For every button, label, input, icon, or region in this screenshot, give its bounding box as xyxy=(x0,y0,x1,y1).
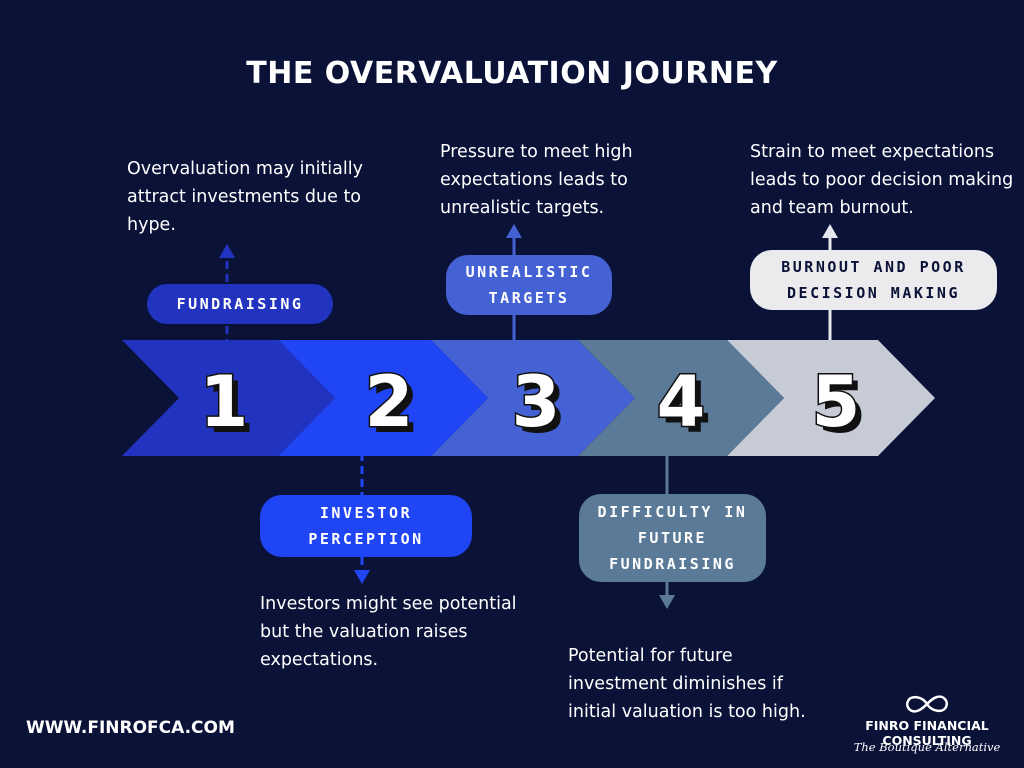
chevron-4 xyxy=(578,340,784,456)
stage-label-4-text: DIFFICULTY IN FUTURE FUNDRAISING xyxy=(597,503,748,573)
stage-number-4: 4 xyxy=(657,361,706,443)
stage-number-5-shadow: 5 xyxy=(818,367,867,449)
chevron-5 xyxy=(727,340,935,456)
website-link[interactable]: WWW.FINROFCA.COM xyxy=(26,718,235,738)
stage-number-4-shadow: 4 xyxy=(663,367,712,449)
stage-description-5: Strain to meet expectations leads to poo… xyxy=(750,142,1014,218)
stage-label-3-text: UNREALISTIC TARGETS xyxy=(465,263,593,307)
stage-number-1-shadow: 1 xyxy=(206,367,255,449)
stage-description-3: Pressure to meet high expectations leads… xyxy=(440,142,633,218)
stage-label-3: UNREALISTIC TARGETS xyxy=(446,255,612,315)
stage-number-2-shadow: 2 xyxy=(371,367,420,449)
stage-label-1: FUNDRAISING xyxy=(147,284,333,324)
stage-number-1: 1 xyxy=(200,361,249,443)
stage-number-3: 3 xyxy=(512,361,561,443)
stage-description-2: Investors might see potential but the va… xyxy=(260,594,517,670)
stage-number-5: 5 xyxy=(812,361,861,443)
stage-label-2: INVESTOR PERCEPTION xyxy=(260,495,472,557)
brand-name: FINRO FINANCIAL CONSULTING xyxy=(865,718,989,748)
page-title: THE OVERVALUATION JOURNEY xyxy=(246,56,778,91)
stage-label-5-text: BURNOUT AND POOR DECISION MAKING xyxy=(781,258,966,302)
stage-label-5: BURNOUT AND POOR DECISION MAKING xyxy=(750,250,997,310)
stage-label-4: DIFFICULTY IN FUTURE FUNDRAISING xyxy=(579,494,766,582)
brand-tagline: The Boutique Alternative xyxy=(853,740,1001,754)
stage-description-1: Overvaluation may initially attract inve… xyxy=(127,159,363,235)
infinity-icon xyxy=(906,695,948,713)
chevron-1 xyxy=(122,340,335,456)
stage-number-3-shadow: 3 xyxy=(518,367,567,449)
chevron-2 xyxy=(278,340,488,456)
chevron-3 xyxy=(431,340,635,456)
stage-label-1-text: FUNDRAISING xyxy=(176,295,304,313)
stage-label-2-text: INVESTOR PERCEPTION xyxy=(308,504,424,548)
stage-description-4: Potential for future investment diminish… xyxy=(568,646,806,722)
stage-number-2: 2 xyxy=(365,361,414,443)
